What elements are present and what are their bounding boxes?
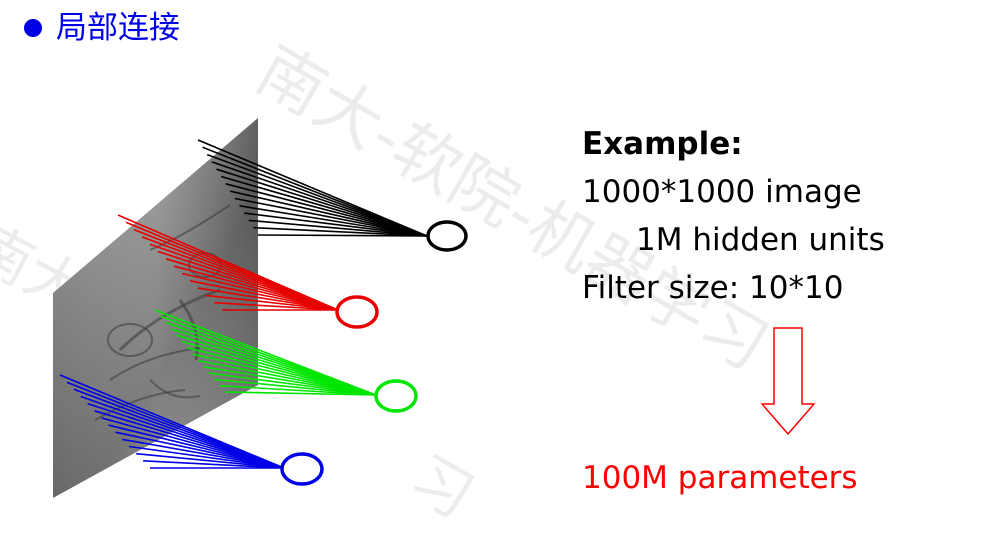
hidden-unit-4 <box>280 452 324 486</box>
connection-line <box>173 265 339 311</box>
connection-line <box>143 460 285 469</box>
slide-title: 局部连接 <box>24 8 180 48</box>
connection-line <box>87 402 285 469</box>
connection-line <box>94 410 285 469</box>
connection-line <box>189 280 339 311</box>
example-heading: Example: <box>582 126 743 162</box>
connection-line <box>203 366 377 396</box>
connection-line <box>187 347 377 396</box>
connection-line <box>225 183 428 237</box>
connection-line <box>108 424 285 469</box>
connection-line <box>234 197 428 237</box>
connection-line <box>216 168 428 237</box>
hidden-unit-3 <box>374 379 418 413</box>
connection-line <box>129 445 285 469</box>
connection-line <box>205 294 339 311</box>
down-arrow-icon <box>760 327 816 436</box>
connection-line <box>197 139 428 237</box>
connection-line <box>219 384 377 396</box>
parameter-count: 100M parameters <box>582 460 858 496</box>
hidden-unit-2 <box>335 295 379 329</box>
connection-line <box>192 353 377 396</box>
connection-line <box>248 219 428 237</box>
connection-line <box>165 258 339 311</box>
connection-line <box>136 452 285 469</box>
connection-line <box>202 146 428 237</box>
local-connectivity-figure <box>53 118 468 498</box>
input-image-shading <box>53 118 258 498</box>
connection-line <box>181 272 339 311</box>
example-image-size: 1000*1000 image <box>582 174 862 210</box>
connections-layer <box>59 139 428 469</box>
hidden-unit-1 <box>426 220 468 252</box>
connection-line <box>208 372 377 396</box>
connection-line <box>220 175 428 237</box>
connection-line <box>197 287 339 311</box>
connection-line <box>181 340 377 396</box>
example-hidden-units: 1M hidden units <box>636 222 885 258</box>
connection-line <box>230 190 428 237</box>
connection-line <box>257 234 428 237</box>
connection-line <box>224 391 377 396</box>
connection-line <box>211 161 428 237</box>
connection-line <box>213 301 339 311</box>
bullet-icon <box>24 19 42 37</box>
hidden-units-layer <box>280 220 468 486</box>
slide-title-text: 局部连接 <box>56 10 180 46</box>
connection-line <box>253 226 428 237</box>
connection-line <box>115 431 285 469</box>
connection-line <box>214 378 377 396</box>
connection-line <box>244 212 428 237</box>
connection-line <box>239 205 428 237</box>
connection-line <box>197 359 377 396</box>
connection-line <box>206 153 428 237</box>
connection-line <box>122 438 285 469</box>
connection-line <box>101 417 285 469</box>
example-filter-size: Filter size: 10*10 <box>582 270 844 306</box>
